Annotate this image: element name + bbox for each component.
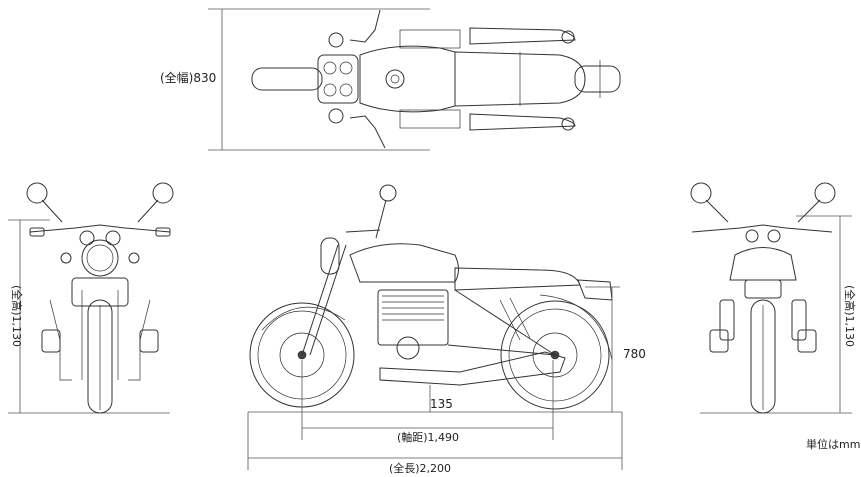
front-gauge-left [79, 230, 95, 246]
ground-clearance-label: 135 [430, 397, 453, 411]
front-view-motorcycle [8, 182, 174, 414]
rear-mirror-left [690, 182, 712, 204]
rear-exhaust-left [709, 329, 729, 353]
rear-handlebar [691, 224, 833, 233]
front-headlight [81, 239, 119, 277]
top-mirror-left [328, 32, 344, 48]
seat-height-label: 780 [623, 347, 646, 361]
rear-taillight [744, 279, 782, 299]
top-mirror-right [328, 108, 344, 124]
side-view-motorcycle [247, 184, 623, 470]
rear-mirror-right [814, 182, 836, 204]
side-front-fender [261, 306, 346, 331]
rear-view-tire [750, 299, 776, 414]
side-fuel-tank [349, 243, 459, 283]
top-exhaust-left [469, 27, 576, 45]
length-label: (全長)2,200 [389, 461, 451, 475]
top-headlight-cluster [317, 54, 359, 104]
top-view-motorcycle [208, 8, 621, 151]
front-gauge-right [105, 230, 121, 246]
side-rear-wheel [500, 300, 610, 410]
front-exhaust-right [139, 329, 159, 353]
height-label-right: (全高)1,130 [843, 285, 857, 347]
top-fuel-cap [385, 69, 405, 89]
top-handlebar [349, 9, 386, 149]
side-exhaust [379, 351, 566, 386]
front-mirror-left [26, 182, 48, 204]
rear-view-motorcycle [690, 182, 852, 414]
side-seat [454, 267, 581, 291]
unit-note: 単位はmm [806, 437, 860, 451]
width-label: (全幅)830 [160, 70, 216, 85]
rear-shock-right [791, 299, 807, 341]
side-engine [377, 289, 449, 346]
top-fuel-tank [359, 45, 456, 113]
top-rear-tire [574, 65, 621, 93]
side-rear-fender [539, 294, 613, 361]
front-mirror-right [152, 182, 174, 204]
top-seat [454, 51, 586, 107]
side-tail [577, 279, 613, 301]
front-exhaust-left [41, 329, 61, 353]
rear-shock-left [719, 299, 735, 341]
side-front-fork [301, 244, 347, 356]
side-headlight [320, 237, 340, 275]
top-exhaust-right [469, 113, 576, 131]
front-engine-block [71, 277, 129, 307]
rear-seat [729, 247, 797, 281]
front-view-tire [87, 299, 113, 414]
side-handlebar [345, 229, 381, 233]
side-mirror [379, 184, 397, 202]
wheelbase-label: (軸距)1,490 [397, 430, 459, 444]
front-handlebar [29, 224, 171, 233]
top-front-tire [251, 67, 323, 91]
height-label-left: (全高)1,130 [10, 285, 24, 347]
rear-exhaust-right [797, 329, 817, 353]
side-rear-shock [499, 297, 531, 341]
